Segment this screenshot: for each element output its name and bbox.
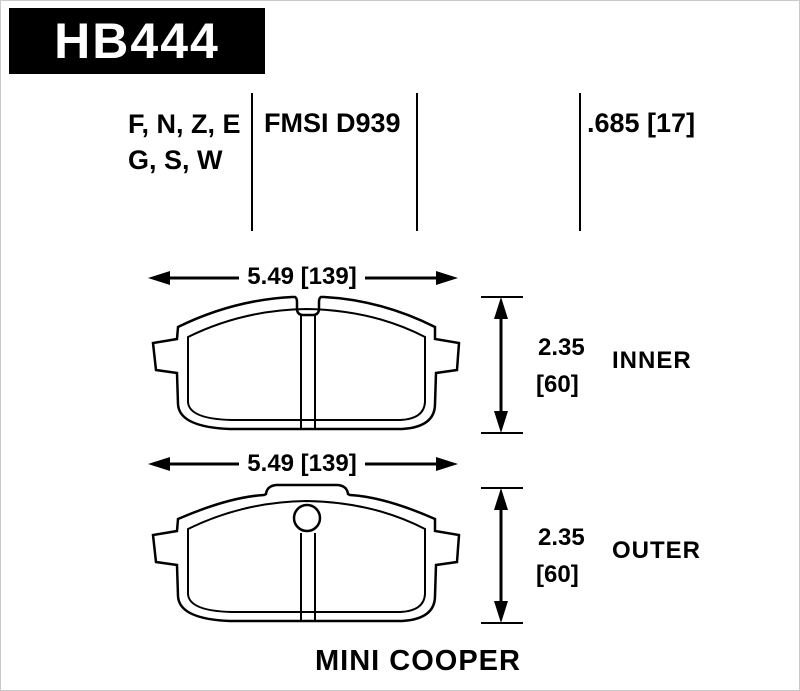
outer-pad-width-dimension: 5.49 [139] [148, 450, 458, 477]
outer-pad-backing-plate-outline [151, 483, 461, 623]
inner-height-bracket: [60] [536, 371, 579, 398]
dimension-arrowhead-right [436, 457, 458, 471]
inner-height-value: 2.35 [538, 334, 585, 361]
dimension-arrowhead-down [494, 601, 508, 623]
compound-codes: F, N, Z, E G, S, W [128, 106, 241, 178]
inner-width-label: 5.49 [139] [247, 263, 356, 290]
compound-codes-line1: F, N, Z, E [128, 109, 241, 139]
column-divider-2 [416, 93, 418, 231]
vehicle-name: MINI COOPER [315, 645, 521, 677]
inner-pad-height-dimension: 2.35 [60] [481, 296, 585, 434]
part-number-box: HB444 [9, 8, 265, 74]
outer-pad-drawing [151, 483, 461, 623]
inner-pad-backing-plate-outline [151, 295, 461, 431]
inner-pad-width-dimension: 5.49 [139] [148, 263, 458, 290]
outer-height-value: 2.35 [538, 524, 585, 551]
pad-thickness: .685 [17] [587, 108, 696, 138]
column-divider-1 [251, 93, 253, 231]
outer-pad-height-dimension: 2.35 [60] [481, 487, 585, 624]
dimension-arrowhead-up [494, 488, 508, 510]
dimension-arrowhead-down [494, 411, 508, 433]
dimension-arrowhead-left [148, 457, 170, 471]
inner-pad-drawing [151, 295, 461, 431]
column-divider-3 [579, 93, 581, 231]
part-number: HB444 [54, 13, 220, 69]
outer-height-bracket: [60] [536, 561, 579, 588]
outer-pad-sensor-hole [292, 503, 322, 533]
outer-pad-friction-outline [187, 499, 426, 613]
dimension-arrowhead-right [436, 271, 458, 285]
fmsi-code: FMSI D939 [264, 108, 401, 138]
outer-width-label: 5.49 [139] [247, 450, 356, 477]
outer-position-label: OUTER [612, 537, 701, 564]
dimension-arrowhead-up [494, 297, 508, 319]
compound-codes-line2: G, S, W [128, 145, 223, 175]
dimension-arrowhead-left [148, 271, 170, 285]
inner-pad-friction-outline [187, 307, 426, 421]
inner-position-label: INNER [612, 347, 692, 374]
